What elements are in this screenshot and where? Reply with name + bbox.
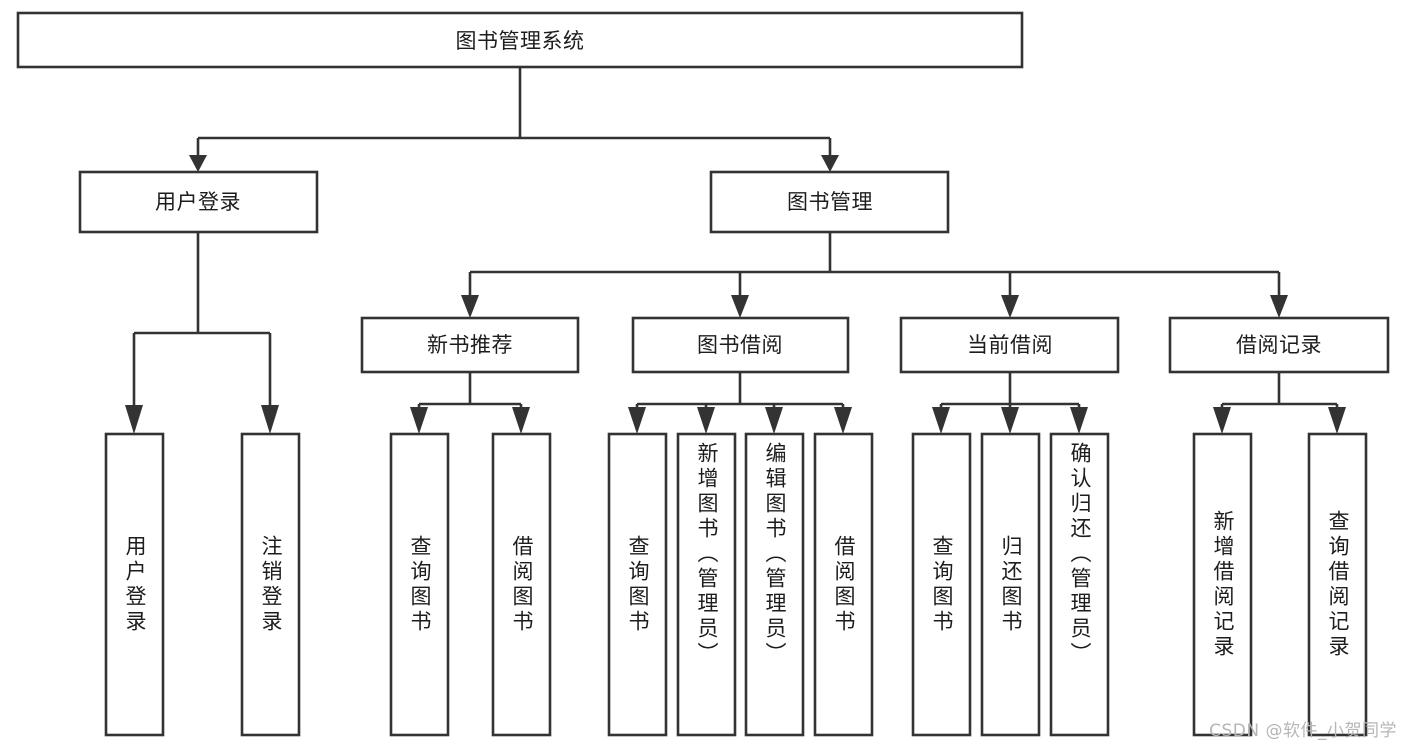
- arrowhead-icon: [731, 295, 749, 318]
- leaf-box-add-borrow-record[interactable]: [1192, 432, 1253, 737]
- node-current-borrow-label: 当前借阅: [967, 333, 1053, 357]
- leaf-box-edit-book-admin[interactable]: [744, 432, 805, 737]
- arrowhead-icon: [932, 407, 950, 434]
- arrowheads-group: [125, 155, 1346, 434]
- node-borrow-record-label: 借阅记录: [1236, 333, 1322, 357]
- leaf-box-user-login[interactable]: [104, 432, 165, 737]
- arrowhead-icon: [821, 155, 839, 172]
- arrowhead-icon: [1001, 407, 1019, 434]
- leaf-box-confirm-return-admin[interactable]: [1049, 432, 1110, 737]
- leaf-box-query-book-1[interactable]: [389, 432, 450, 737]
- node-current-borrow-box[interactable]: [899, 316, 1120, 374]
- leaf-box-query-borrow-record[interactable]: [1307, 432, 1368, 737]
- node-user-login-box[interactable]: [78, 170, 319, 234]
- node-book-borrow-label: 图书借阅: [697, 333, 783, 357]
- arrowhead-icon: [628, 407, 646, 434]
- arrowhead-icon: [697, 407, 715, 434]
- arrowhead-icon: [189, 155, 207, 172]
- leaf-box-query-book-3[interactable]: [911, 432, 972, 737]
- node-book-management-label: 图书管理: [787, 190, 873, 214]
- arrowhead-icon: [261, 405, 279, 434]
- node-user-login-label: 用户登录: [155, 190, 241, 214]
- node-new-book-recommend-label: 新书推荐: [427, 333, 513, 357]
- leaf-box-logout[interactable]: [240, 432, 301, 737]
- node-book-management-box[interactable]: [709, 170, 950, 234]
- leaf-box-query-book-2[interactable]: [607, 432, 668, 737]
- leaf-box-borrow-book-1[interactable]: [491, 432, 552, 737]
- leaf-box-add-book-admin[interactable]: [676, 432, 737, 737]
- arrowhead-icon: [1070, 407, 1088, 434]
- arrowhead-icon: [765, 407, 783, 434]
- arrowhead-icon: [1213, 407, 1231, 434]
- arrowhead-icon: [125, 405, 143, 434]
- leaf-box-return-book[interactable]: [980, 432, 1041, 737]
- watermark-text: CSDN @软件_小贺同学: [1209, 721, 1397, 741]
- node-new-book-recommend-box[interactable]: [360, 316, 580, 374]
- arrowhead-icon: [410, 407, 428, 434]
- arrowhead-icon: [461, 295, 479, 318]
- arrowhead-icon: [1001, 295, 1019, 318]
- node-borrow-record-box[interactable]: [1168, 316, 1390, 374]
- arrowhead-icon: [834, 407, 852, 434]
- nodes-group: 图书管理系统 用户登录 图书管理 新书推荐 图书借阅 当前借阅 借阅记录: [16, 11, 1390, 737]
- node-root-box[interactable]: [16, 11, 1024, 69]
- node-book-borrow-box[interactable]: [631, 316, 850, 374]
- node-root-label: 图书管理系统: [456, 29, 585, 53]
- leaf-box-borrow-book-2[interactable]: [813, 432, 874, 737]
- arrowhead-icon: [512, 407, 530, 434]
- arrowhead-icon: [1270, 295, 1288, 318]
- arrowhead-icon: [1328, 407, 1346, 434]
